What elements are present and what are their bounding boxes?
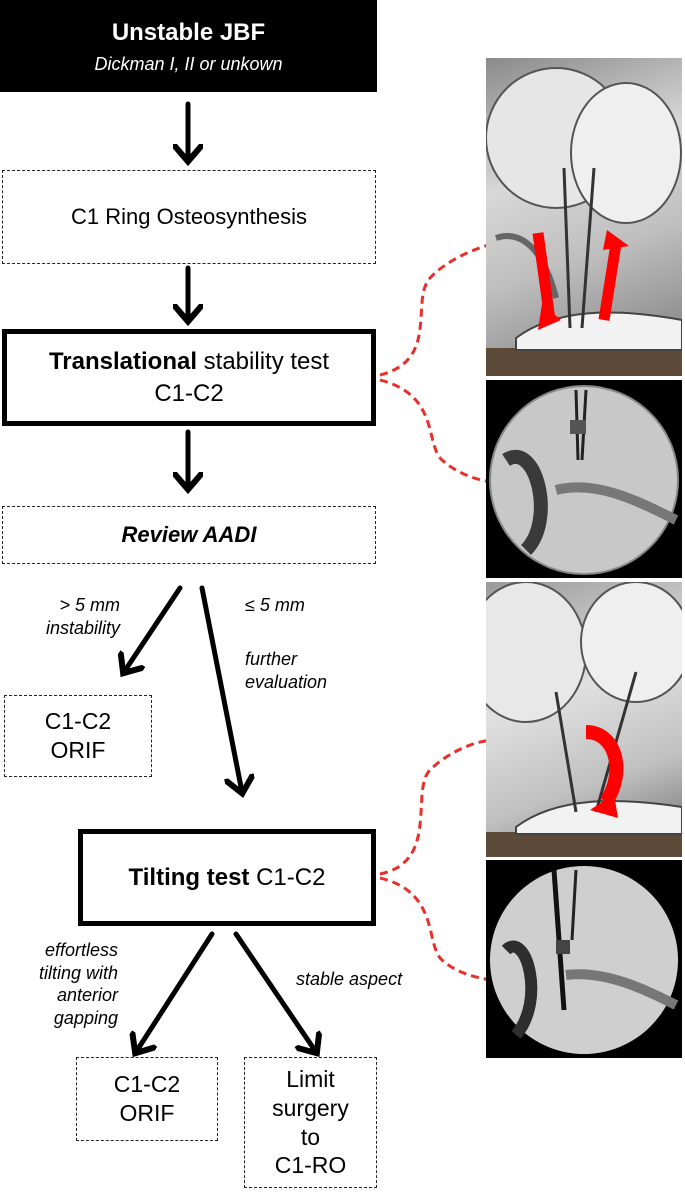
review-label: Review AADI xyxy=(121,522,257,548)
label-effortless-line3: anterior xyxy=(56,985,118,1005)
tilting-bold: Tilting test xyxy=(128,863,250,891)
orif-lower-line1: C1-C2 xyxy=(113,1071,181,1098)
translational-rest: stability test xyxy=(197,348,330,376)
start-title: Unstable JBF xyxy=(111,18,266,46)
translational-bold: Translational xyxy=(48,348,197,376)
arrow-tilting-to-orif xyxy=(136,931,215,1052)
limit-line2: surgery xyxy=(272,1094,349,1121)
label-effortless-line2: tilting with xyxy=(38,962,118,983)
start-subtitle: Dickman I, II or unkown xyxy=(94,54,283,75)
orif-upper-line1: C1-C2 xyxy=(44,708,112,735)
dashed-link-translational-bottom xyxy=(379,378,493,484)
photo-translational-model xyxy=(486,58,682,376)
label-stable-aspect: stable aspect xyxy=(296,968,402,991)
red-curved-arrow-icon xyxy=(585,725,624,806)
label-le5: ≤ 5 mm xyxy=(245,594,305,617)
label-further-evaluation: further evaluation xyxy=(245,648,327,693)
photo-translational-xray xyxy=(486,380,682,578)
arrow-tilting-to-limit xyxy=(233,931,316,1052)
translational-line2: C1-C2 xyxy=(154,379,224,407)
red-up-arrow-icon xyxy=(603,230,629,250)
limit-line4: C1-RO xyxy=(274,1152,347,1179)
red-down-arrow-icon xyxy=(538,304,561,330)
label-gt5-line2: instability xyxy=(45,617,120,638)
orif-box-upper: C1-C2 ORIF xyxy=(4,695,152,777)
tilting-rest: C1-C2 xyxy=(249,863,326,891)
tilting-line: Tilting test C1-C2 xyxy=(129,862,326,893)
label-effortless: effortless tilting with anterior gapping xyxy=(0,939,118,1029)
tilting-test-box: Tilting test C1-C2 xyxy=(78,829,376,926)
osteosynthesis-box: C1 Ring Osteosynthesis xyxy=(2,170,376,264)
tilting-xray-drawing xyxy=(490,866,679,1054)
label-le5-text: ≤ 5 mm xyxy=(245,595,305,615)
arrow-review-to-orif xyxy=(124,585,183,672)
photo-tilting-xray xyxy=(486,860,682,1058)
dashed-link-tilting-top xyxy=(379,738,493,876)
limit-surgery-box: Limit surgery to C1-RO xyxy=(244,1057,377,1188)
start-box: Unstable JBF Dickman I, II or unkown xyxy=(0,0,377,92)
dashed-link-translational-top xyxy=(379,242,493,377)
orif-box-lower: C1-C2 ORIF xyxy=(76,1057,218,1141)
limit-line1: Limit xyxy=(286,1066,335,1092)
orif-upper-line2: ORIF xyxy=(50,737,106,763)
dashed-link-tilting-bottom xyxy=(379,876,493,982)
label-gt5-line1: > 5 mm xyxy=(59,595,120,615)
translational-xray-drawing xyxy=(489,385,679,575)
label-further-line2: evaluation xyxy=(245,671,328,692)
photo-tilting-model xyxy=(486,582,682,857)
translational-model-drawing xyxy=(486,67,682,376)
label-gt5: > 5 mm instability xyxy=(0,594,120,639)
limit-line3: to xyxy=(300,1123,321,1150)
translational-test-box: Translational stability test C1-C2 xyxy=(2,329,376,426)
translational-line1: Translational stability test xyxy=(49,346,329,377)
orif-lower-line2: ORIF xyxy=(119,1100,175,1126)
osteosynthesis-label: C1 Ring Osteosynthesis xyxy=(71,204,307,230)
label-further-line1: further xyxy=(245,649,298,669)
tilting-model-drawing xyxy=(486,582,682,857)
label-effortless-line1: effortless xyxy=(44,940,118,960)
review-box: Review AADI xyxy=(2,506,376,564)
label-stable-text: stable aspect xyxy=(296,969,403,989)
label-effortless-line4: gapping xyxy=(53,1007,118,1028)
arrow-review-to-tilting xyxy=(199,585,242,792)
